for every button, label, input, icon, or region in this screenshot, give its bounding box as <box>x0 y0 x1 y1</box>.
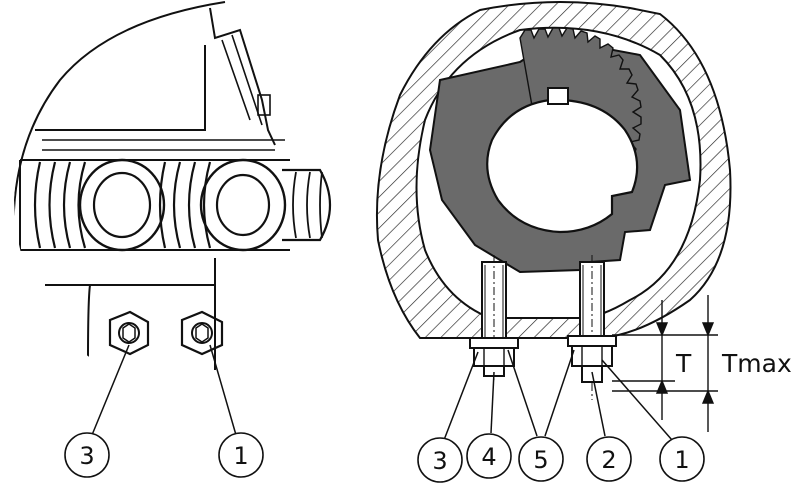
left-bolt-1 <box>180 310 224 356</box>
right-callout-5: 5 <box>518 436 564 482</box>
right-callout-2: 2 <box>586 436 632 482</box>
svg-text:5: 5 <box>533 446 548 474</box>
svg-text:1: 1 <box>674 446 689 474</box>
right-leader-lines <box>443 349 673 441</box>
svg-text:1: 1 <box>233 442 248 470</box>
right-bolt-right <box>567 255 617 400</box>
right-view <box>375 0 732 400</box>
left-lower-flange <box>45 258 216 370</box>
right-keyed-bore <box>486 98 639 234</box>
dimension-label-tmax: Tmax <box>721 349 792 378</box>
left-leader-lines <box>91 344 237 436</box>
right-callout-1: 1 <box>659 436 705 482</box>
svg-text:3: 3 <box>432 447 447 475</box>
right-callout-3: 3 <box>417 437 463 483</box>
dimension-label-t: T <box>675 349 692 378</box>
right-callout-4: 4 <box>466 433 512 479</box>
left-view <box>14 1 331 381</box>
dimension-lines <box>612 295 718 432</box>
svg-text:3: 3 <box>79 442 94 470</box>
svg-text:2: 2 <box>601 446 616 474</box>
left-callout-1: 1 <box>218 432 264 478</box>
left-bolt-3 <box>108 310 150 356</box>
left-cable-glands <box>19 158 331 252</box>
left-callout-3: 3 <box>64 432 110 478</box>
right-bolt-left <box>469 255 519 380</box>
svg-text:4: 4 <box>481 443 496 471</box>
left-top-bracket <box>35 45 206 131</box>
left-housing-outline <box>14 1 226 381</box>
